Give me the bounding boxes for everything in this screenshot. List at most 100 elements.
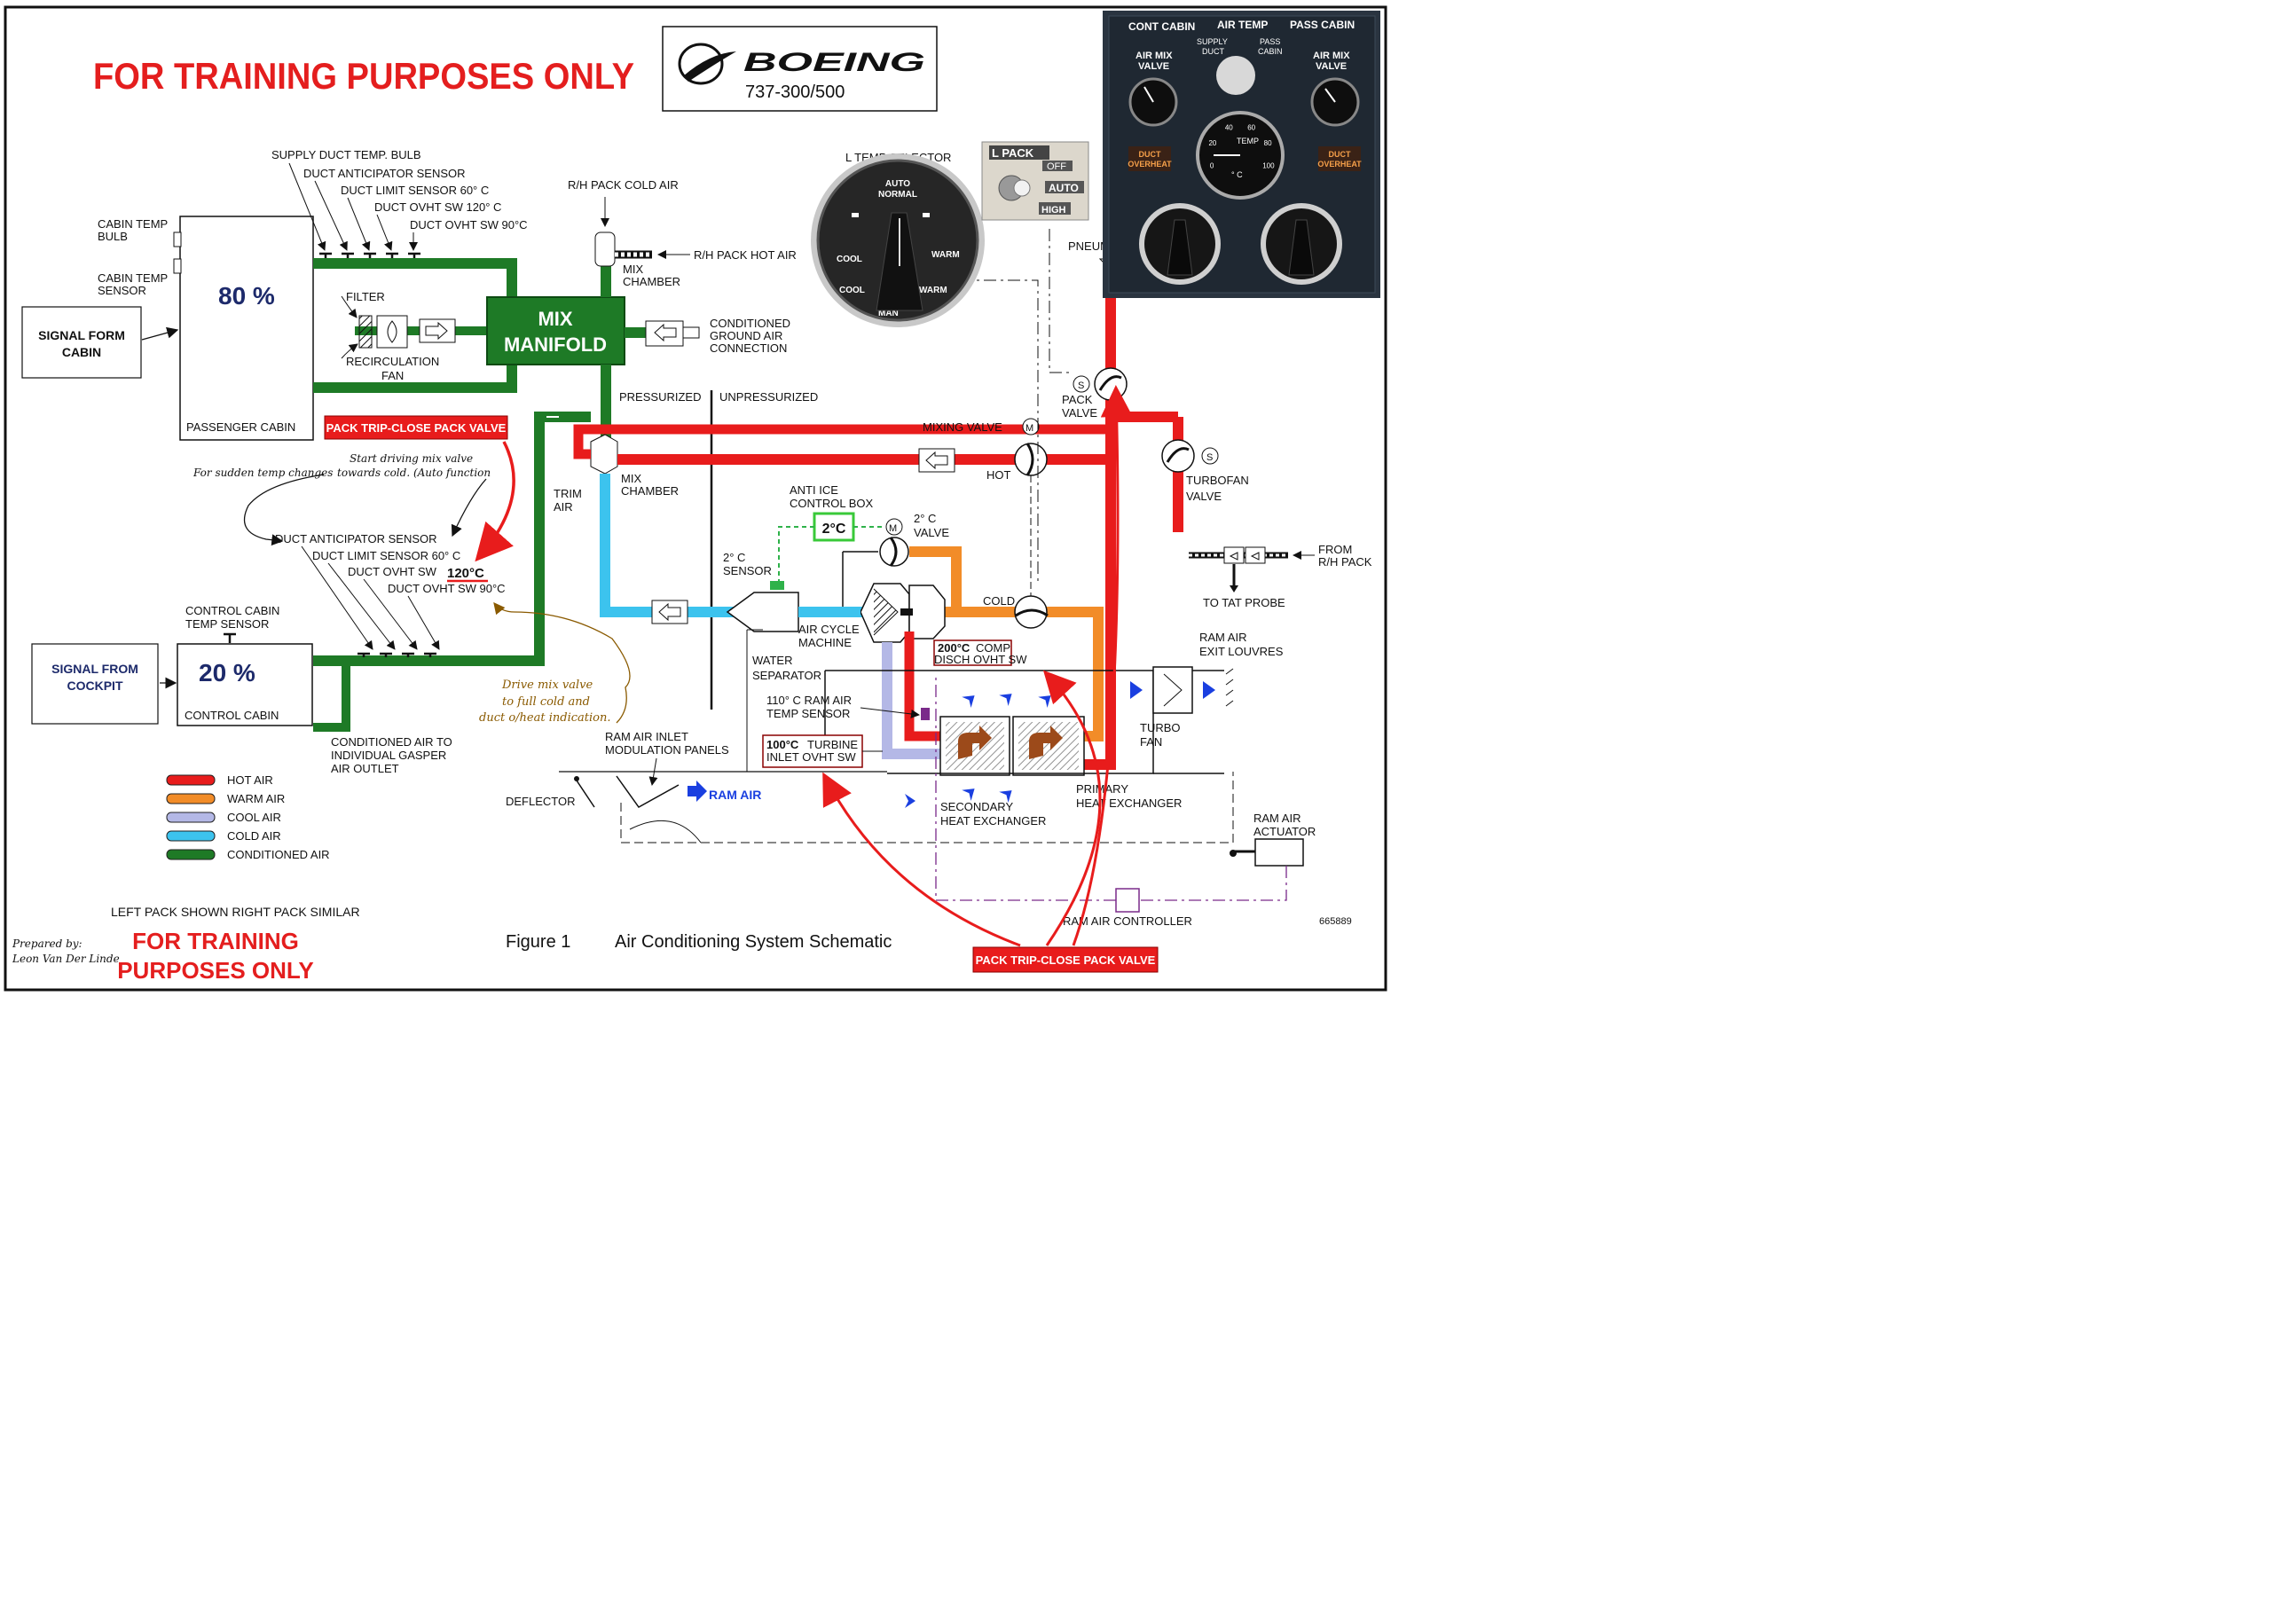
schematic-page: FOR TRAINING PURPOSES ONLY BOEING 737-30… xyxy=(0,0,1391,996)
passenger-cabin-label: PASSENGER CABIN xyxy=(186,420,295,434)
panel-cont-cabin: CONT CABIN xyxy=(1128,20,1195,33)
training-title-top: FOR TRAINING PURPOSES ONLY xyxy=(93,55,634,97)
air-cycle-machine xyxy=(860,583,946,643)
gasper-label: CONDITIONED AIR TO xyxy=(331,735,452,749)
duct-ovht-90-label: DUCT OVHT SW 90°C xyxy=(410,218,528,231)
ram-air-controller xyxy=(1115,888,1140,913)
pack-valve-label: PACK xyxy=(1062,393,1093,406)
legend-label: COLD AIR xyxy=(227,829,281,843)
cabin-temp-bulb-label: CABIN TEMP xyxy=(98,217,168,231)
rh-pack-cold-air-label: R/H PACK COLD AIR xyxy=(568,178,679,192)
secondary-hx-label-2: HEAT EXCHANGER xyxy=(940,814,1046,828)
from-rh-pack-label: FROM xyxy=(1318,543,1352,556)
selector-man: MAN xyxy=(878,309,899,318)
lower-mix-chamber-label: MIX xyxy=(621,472,641,485)
ram-air-temp-sensor-label: 110° C RAM AIR xyxy=(766,694,852,707)
upper-mix-chamber-label-2: CHAMBER xyxy=(623,275,680,288)
ram-air-temp-sensor-label-2: TEMP SENSOR xyxy=(766,707,850,720)
upper-mix-chamber-label: MIX xyxy=(623,263,643,276)
panel-air-temp: AIR TEMP xyxy=(1217,19,1268,31)
figure-title: Air Conditioning System Schematic xyxy=(615,932,892,952)
acm-label-2: MACHINE xyxy=(798,636,852,649)
turbine-label: TURBINE xyxy=(807,738,858,751)
pneumatic-supply-duct xyxy=(1084,266,1116,770)
control-cabin-temp-sensor-label: CONTROL CABIN xyxy=(185,604,279,617)
ram-inlet-panels-label: RAM AIR INLET xyxy=(605,730,688,743)
rh-mix-chamber xyxy=(594,231,616,267)
2c-valve-label-2: VALVE xyxy=(914,526,949,539)
drive-mix-annotation: Drive mix valve xyxy=(501,679,593,692)
right-duct-overheat-2: OVERHEAT xyxy=(1317,160,1362,169)
trim-air-label-2: AIR xyxy=(554,500,573,514)
water-separator-label: WATER xyxy=(752,654,793,667)
gauge-scale-label: 100 xyxy=(1262,162,1275,170)
turbine-label-2: INLET OVHT SW xyxy=(766,750,856,764)
drive-mix-annotation-3: duct o/heat indication. xyxy=(479,711,610,725)
filter-label: FILTER xyxy=(346,290,385,303)
gauge-scale-label: 0 xyxy=(1210,162,1214,170)
gauge-scale-label: 80 xyxy=(1264,139,1272,147)
cc-duct-ovht-90-label: DUCT OVHT SW 90°C xyxy=(388,582,506,595)
control-cabin xyxy=(177,643,313,726)
cold-check-valve xyxy=(651,600,688,624)
svg-text:S: S xyxy=(1206,452,1213,463)
air-temp-panel: CONT CABIN AIR TEMP PASS CABIN SUPPLY DU… xyxy=(1103,11,1380,298)
legend-label: WARM AIR xyxy=(227,792,285,805)
filter xyxy=(358,315,373,349)
primary-hx-label: PRIMARY xyxy=(1076,782,1128,796)
ram-inlet-panels-label-2: MODULATION PANELS xyxy=(605,743,729,757)
brand-name: BOEING xyxy=(743,48,925,77)
signal-from-cockpit-box xyxy=(31,643,159,725)
control-cabin-temp-sensor-label-2: TEMP SENSOR xyxy=(185,617,269,631)
ram-exit-louvres-label-2: EXIT LOUVRES xyxy=(1199,645,1284,658)
control-cabin-supply-duct xyxy=(313,412,591,666)
passenger-cabin-percent: 80 % xyxy=(218,282,275,310)
hot-check-valve xyxy=(918,448,955,473)
ground-air-label: CONDITIONED xyxy=(710,317,790,330)
document-number: 665889 xyxy=(1319,916,1352,927)
turbo-fan-label-2: FAN xyxy=(1140,735,1162,749)
secondary-heat-exchanger xyxy=(939,716,1010,776)
ram-air-actuator-label-2: ACTUATOR xyxy=(1253,825,1316,838)
comp-label: COMP xyxy=(976,641,1010,655)
2c-sensor-label-2: SENSOR xyxy=(723,564,772,577)
ram-air-actuator xyxy=(1254,838,1304,867)
selector-warm-man: WARM xyxy=(919,286,947,295)
cc-duct-limit-label: DUCT LIMIT SENSOR 60° C xyxy=(312,549,460,562)
gauge-scale-label: 60 xyxy=(1247,124,1255,132)
lower-mix-chamber xyxy=(590,434,618,475)
ground-air-label-3: CONNECTION xyxy=(710,341,787,355)
ground-air-label-2: GROUND AIR xyxy=(710,329,782,342)
cabin-temp-bulb-label-2: BULB xyxy=(98,230,128,243)
l-pack-title: L PACK xyxy=(992,146,1034,160)
2c-valve[interactable] xyxy=(879,537,909,567)
left-pack-note: LEFT PACK SHOWN RIGHT PACK SIMILAR xyxy=(111,905,360,919)
selector-normal: NORMAL xyxy=(878,190,917,200)
anti-ice-temp-value: 2°C xyxy=(822,522,846,537)
supply-duct-bulb-label: SUPPLY DUCT TEMP. BULB xyxy=(271,148,421,161)
turbofan-valve[interactable] xyxy=(1161,439,1195,473)
ram-exit-louvres-label: RAM AIR xyxy=(1199,631,1246,644)
signal-form-cabin-label: SIGNAL FORM xyxy=(38,328,125,342)
l-pack-switch[interactable]: L PACK OFF AUTO HIGH xyxy=(981,141,1089,221)
comp-temp-value: 200°C xyxy=(938,641,970,655)
selector-cool-auto: COOL xyxy=(837,255,862,264)
pressurized-label: PRESSURIZED xyxy=(619,390,701,404)
panel-pass-cabin-small: PASS xyxy=(1260,37,1280,46)
l-temp-selector[interactable]: AUTO NORMAL COOL WARM COOL WARM MAN xyxy=(811,153,985,327)
training-bottom-2: PURPOSES ONLY xyxy=(117,957,314,984)
secondary-hx-label: SECONDARY xyxy=(940,800,1013,813)
gauge-scale-label: 40 xyxy=(1225,124,1233,132)
water-separator-label-2: SEPARATOR xyxy=(752,669,821,682)
drive-mix-annotation-2: to full cold and xyxy=(502,695,590,709)
control-cabin-percent: 20 % xyxy=(199,659,255,686)
gasper-label-2: INDIVIDUAL GASPER xyxy=(331,749,446,762)
panel-temp: TEMP xyxy=(1237,137,1259,145)
turbine-temp-value: 100°C xyxy=(766,738,799,751)
pack-valve[interactable] xyxy=(1094,367,1128,401)
legend-label: COOL AIR xyxy=(227,811,281,824)
l-pack-off: OFF xyxy=(1047,161,1066,172)
primary-hx-label-2: HEAT EXCHANGER xyxy=(1076,796,1182,810)
duct-anticipator-sensor-label: DUCT ANTICIPATOR SENSOR xyxy=(303,167,466,180)
mix-manifold-label: MIX xyxy=(538,308,572,330)
